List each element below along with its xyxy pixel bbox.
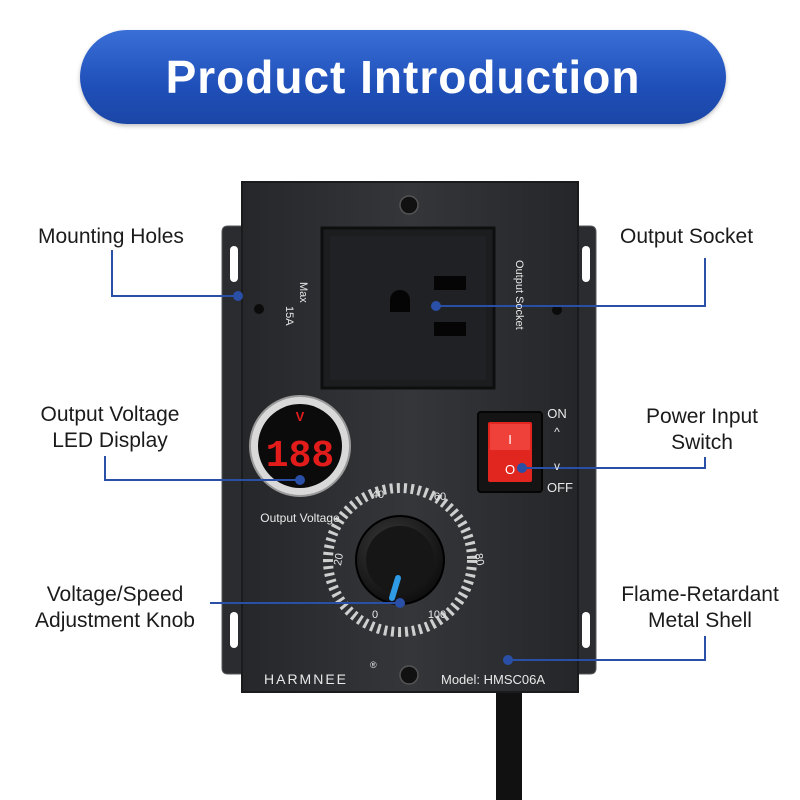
- registered-mark: ®: [370, 660, 377, 670]
- left-bracket-slot-top: [230, 246, 238, 282]
- right-bracket-slot-bottom: [582, 612, 590, 648]
- left-bracket-slot-bottom: [230, 612, 238, 648]
- label-knob-line2: Adjustment Knob: [35, 609, 195, 632]
- leader-led-display: [104, 456, 300, 481]
- right-bracket-slot-top: [582, 246, 590, 282]
- switch-o-mark: O: [505, 462, 515, 477]
- dial-tick-100: 100: [428, 609, 446, 621]
- title-banner: Product Introduction: [80, 30, 726, 124]
- leader-dot-power-switch: [517, 463, 527, 473]
- page-title: Product Introduction: [165, 51, 641, 103]
- label-output-socket: Output Socket: [620, 225, 754, 248]
- max-rating-line1: Max: [297, 282, 309, 303]
- model-number: Model: HMSC06A: [441, 672, 545, 687]
- label-led-display-line2: LED Display: [52, 429, 168, 452]
- label-knob-line1: Voltage/Speed: [46, 583, 184, 606]
- dial-tick-60: 60: [434, 491, 446, 503]
- max-rating-line2: 15A: [283, 306, 295, 326]
- socket-slot-bottom: [434, 322, 466, 336]
- leader-dot-led-display: [295, 475, 305, 485]
- label-metal-shell-line1: Flame-Retardant: [621, 583, 779, 606]
- switch-off-arrow: v: [554, 459, 560, 473]
- display-caption: Output Voltage: [260, 511, 340, 525]
- display-digits: 188: [266, 435, 334, 478]
- label-mounting-holes: Mounting Holes: [38, 225, 184, 248]
- leader-mounting-holes: [111, 250, 238, 297]
- label-metal-shell-line2: Metal Shell: [648, 609, 752, 632]
- label-power-switch-line1: Power Input: [645, 405, 759, 428]
- label-metal-shell: Flame-Retardant Metal Shell: [606, 582, 794, 634]
- display-unit: V: [296, 409, 305, 424]
- label-knob: Voltage/Speed Adjustment Knob: [20, 582, 210, 634]
- socket-side-label: Output Socket: [513, 260, 525, 330]
- label-power-switch-line2: Switch: [671, 431, 733, 454]
- knob-cap: [366, 526, 434, 594]
- leader-dot-output-socket: [431, 301, 441, 311]
- knob-indicator: [389, 575, 401, 601]
- leader-dot-mounting-holes: [233, 291, 243, 301]
- label-led-display: Output Voltage LED Display: [28, 402, 192, 454]
- leader-power-switch: [522, 457, 706, 469]
- switch-on-arrow: ^: [554, 425, 560, 439]
- dial-tick-80: 80: [472, 552, 486, 566]
- label-power-switch: Power Input Switch: [630, 404, 774, 456]
- switch-on-label: ON: [547, 406, 567, 421]
- left-mounting-hole: [254, 304, 264, 314]
- switch-off-label: OFF: [547, 480, 573, 495]
- socket-ground-hole: [390, 290, 410, 312]
- leader-dot-metal-shell: [503, 655, 513, 665]
- dial-tick-20: 20: [332, 552, 346, 566]
- dial-scale-ring: [323, 483, 477, 637]
- dial-tick-40: 40: [372, 489, 384, 501]
- label-led-display-line1: Output Voltage: [40, 403, 180, 426]
- bottom-screw: [399, 665, 419, 685]
- power-cable: [496, 690, 522, 800]
- dial-tick-0: 0: [372, 609, 378, 621]
- socket-slot-top: [434, 276, 466, 290]
- leader-output-socket: [436, 258, 706, 307]
- brand-logo: HARMNEE: [264, 671, 348, 687]
- switch-i-mark: I: [508, 432, 512, 447]
- left-mounting-bracket: [221, 225, 245, 675]
- top-screw: [399, 195, 419, 215]
- led-display-face: [258, 404, 342, 488]
- right-mounting-hole: [552, 305, 562, 315]
- power-switch-highlight: [490, 424, 530, 450]
- leader-metal-shell: [508, 636, 706, 661]
- leader-dot-knob: [395, 598, 405, 608]
